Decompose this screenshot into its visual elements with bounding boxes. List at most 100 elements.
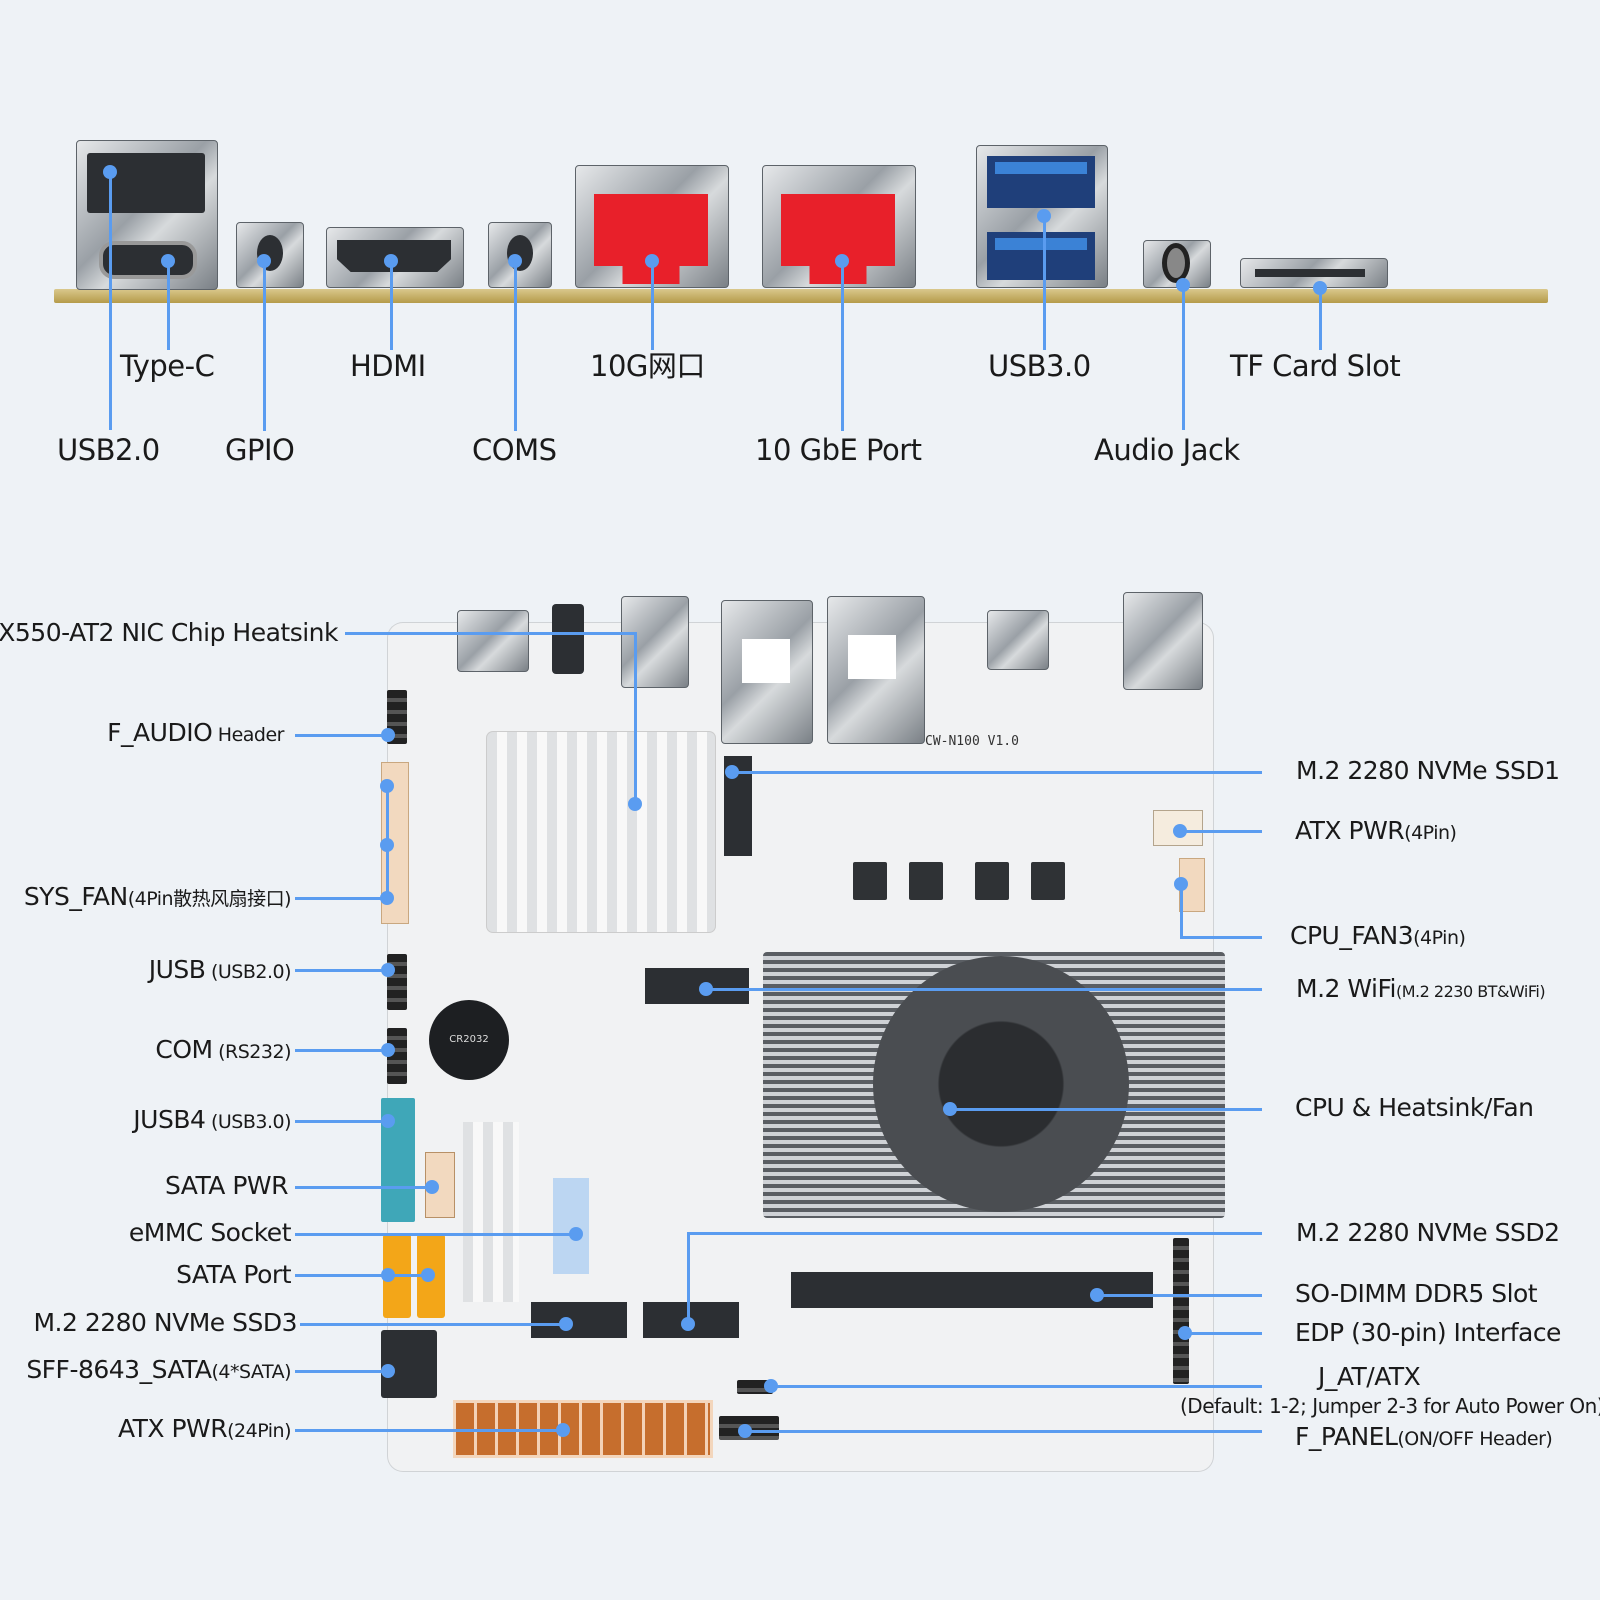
label-main: SFF-8643_SATA xyxy=(26,1355,212,1384)
callout-dot xyxy=(381,1268,395,1282)
callout-line-audio xyxy=(1182,285,1185,430)
label-com: COM (RS232) xyxy=(155,1037,291,1062)
callout-line-atx4 xyxy=(1180,830,1262,833)
callout-dot xyxy=(1178,1326,1192,1340)
callout-dot xyxy=(425,1180,439,1194)
label-jusb4: JUSB4 (USB3.0) xyxy=(133,1107,291,1132)
label-sys-fan: SYS_FAN(4Pin散热风扇接口) xyxy=(23,882,292,911)
label-main: J_AT/ATX xyxy=(1318,1362,1421,1391)
label-ssd3: M.2 2280 NVMe SSD3 xyxy=(33,1310,297,1335)
label-main: X550-AT2 NIC Chip Heatsink xyxy=(0,618,338,647)
usb3-dual-port xyxy=(976,145,1108,288)
label-main: M.2 2280 NVMe SSD3 xyxy=(33,1308,297,1337)
callout-dot xyxy=(645,254,659,268)
callout-line-f-audio xyxy=(295,734,387,737)
callout-line-ssd3 xyxy=(300,1323,566,1326)
label-cpu-fan3: CPU_FAN3(4Pin) xyxy=(1290,923,1466,948)
atx-24pin-connector xyxy=(453,1400,713,1458)
usb2-typec-top xyxy=(1123,592,1203,690)
label-nic-heatsink: X550-AT2 NIC Chip Heatsink xyxy=(0,620,338,645)
callout-dot xyxy=(1174,877,1188,891)
callout-dot xyxy=(1037,209,1051,223)
cpu-fan xyxy=(873,956,1129,1212)
callout-dot xyxy=(725,765,739,779)
callout-line-gpio xyxy=(263,261,266,431)
label-sub: (4*SATA) xyxy=(211,1361,292,1383)
callout-dot xyxy=(1313,281,1327,295)
label-ssd2: M.2 2280 NVMe SSD2 xyxy=(1296,1220,1560,1245)
label-sub: (USB2.0) xyxy=(205,961,292,983)
motherboard: CW-N100 V1.0 CR2032 xyxy=(381,592,1225,1472)
label-main: F_PANEL xyxy=(1295,1422,1398,1451)
callout-line-cpu-fan-v xyxy=(1180,884,1183,938)
callout-line-ssd2-v xyxy=(687,1232,690,1324)
com-header xyxy=(387,1028,407,1084)
usb2-typec-stack xyxy=(76,140,218,290)
typec-port xyxy=(99,241,197,279)
callout-line-tf xyxy=(1319,288,1322,350)
label-audio-jack: Audio Jack xyxy=(1094,433,1240,467)
label-sub: Header xyxy=(212,724,285,746)
callout-line-ssd2 xyxy=(688,1232,1262,1235)
label-main: SATA Port xyxy=(176,1260,291,1289)
label-main: SO-DIMM DDR5 Slot xyxy=(1295,1279,1538,1308)
callout-line-ssd1 xyxy=(732,771,1262,774)
label-usb2: USB2.0 xyxy=(57,433,160,467)
m2-wifi-slot xyxy=(645,968,749,1004)
callout-dot xyxy=(380,838,394,852)
callout-dot xyxy=(699,982,713,996)
rj45-port-2 xyxy=(762,165,916,288)
callout-dot xyxy=(381,963,395,977)
coms-button xyxy=(488,222,552,288)
label-tf-card: TF Card Slot xyxy=(1230,349,1401,383)
callout-dot xyxy=(508,254,522,268)
small-heatsink xyxy=(463,1122,519,1302)
callout-dot xyxy=(421,1268,435,1282)
pcb-edge xyxy=(54,289,1548,303)
callout-line-sata-port xyxy=(295,1274,428,1277)
label-main: M.2 WiFi xyxy=(1296,974,1397,1003)
callout-dot xyxy=(1090,1288,1104,1302)
nic-heatsink xyxy=(487,732,715,932)
label-main: (Default: 1-2; Jumper 2-3 for Auto Power… xyxy=(1180,1394,1600,1418)
gpio-button xyxy=(236,222,304,288)
label-so-dimm: SO-DIMM DDR5 Slot xyxy=(1295,1279,1538,1308)
callout-line-usb2 xyxy=(109,172,112,430)
label-main: JUSB xyxy=(148,955,206,984)
callout-dot xyxy=(257,254,271,268)
callout-dot xyxy=(381,728,395,742)
callout-dot xyxy=(381,1364,395,1378)
callout-line-10gbe xyxy=(841,261,844,431)
label-hdmi: HDMI xyxy=(350,349,426,383)
hdmi-top xyxy=(987,610,1049,670)
callout-line-sata-pwr xyxy=(295,1186,431,1189)
label-cpu-heatsink: CPU & Heatsink/Fan xyxy=(1295,1095,1534,1120)
label-main: M.2 2280 NVMe SSD1 xyxy=(1296,756,1560,785)
callout-line-fpanel xyxy=(745,1430,1262,1433)
label-f-audio: F_AUDIO Header xyxy=(107,720,284,745)
usb3-top xyxy=(621,596,689,688)
label-atx-4pin: ATX PWR(4Pin) xyxy=(1295,818,1457,843)
m2-ssd3-slot xyxy=(531,1302,627,1338)
callout-line-jat xyxy=(771,1385,1262,1388)
callout-dot xyxy=(380,779,394,793)
label-main: EDP (30-pin) Interface xyxy=(1295,1318,1561,1347)
rj45-1-top xyxy=(721,600,813,744)
label-sub: (24Pin) xyxy=(227,1420,291,1442)
label-gpio: GPIO xyxy=(225,433,295,467)
label-sub: (RS232) xyxy=(212,1041,291,1063)
label-sata-port: SATA Port xyxy=(176,1262,291,1287)
callout-line-sys-fan xyxy=(295,897,387,900)
label-main: eMMC Socket xyxy=(128,1218,292,1247)
callout-dot xyxy=(381,1043,395,1057)
label-sff-8643: SFF-8643_SATA(4*SATA) xyxy=(26,1357,291,1382)
cmos-battery: CR2032 xyxy=(429,1000,509,1080)
tf-slot-top xyxy=(457,610,529,672)
label-main: SYS_FAN xyxy=(23,882,128,911)
usb2-port xyxy=(87,153,205,213)
callout-line-com xyxy=(295,1049,387,1052)
callout-dot xyxy=(559,1317,573,1331)
label-main: F_AUDIO xyxy=(107,718,213,747)
callout-line-cpu-fan xyxy=(1180,936,1262,939)
callout-line-cpu xyxy=(950,1108,1262,1111)
